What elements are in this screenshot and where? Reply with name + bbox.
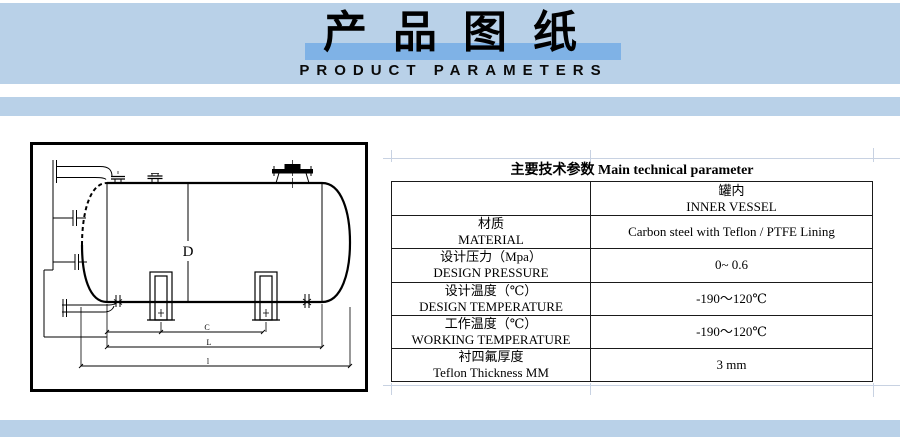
value-line: 0~ 0.6 (714, 257, 749, 273)
page-title: 产品图纸 (323, 7, 603, 58)
value-line: 罐内 (718, 182, 745, 198)
drawing-panel: D (30, 142, 368, 392)
gridline-top (383, 158, 900, 159)
page-subtitle: PRODUCT PARAMETERS (299, 62, 608, 79)
param-en: DESIGN TEMPERATURE (419, 298, 563, 314)
divider-bar-bottom (0, 420, 900, 437)
param-en: WORKING TEMPERATURE (411, 331, 571, 347)
param-name-cell: 衬四氟厚度 Teflon Thickness MM (392, 347, 590, 381)
param-value-cell: 3 mm (590, 347, 872, 381)
param-zh: 材质 (477, 216, 504, 232)
top-nozzle-left (111, 171, 125, 183)
param-zh: 设计压力（Mpa） (440, 249, 542, 265)
param-zh: 设计温度（℃） (444, 282, 538, 298)
param-value-cell: -190～120℃ (590, 281, 872, 315)
tank-shell (107, 181, 352, 304)
value-line: -190～120℃ (696, 323, 767, 339)
value-line: 3 mm (716, 356, 747, 372)
bottom-pipe (62, 299, 117, 317)
gridline-stub (391, 150, 392, 162)
tank-left-head-upper (81, 182, 108, 246)
diameter-label: D (183, 244, 194, 260)
gridline-stub (873, 383, 874, 397)
value-line: Carbon steel with Teflon / PTFE Lining (628, 224, 835, 240)
tank-left-head-lower (80, 244, 108, 304)
param-name-cell: 设计压力（Mpa） DESIGN PRESSURE (392, 248, 590, 281)
table-title: 主要技术参数 Main technical parameter (510, 163, 754, 178)
gridline-stub (873, 148, 874, 162)
param-name-cell: 材质 MATERIAL (392, 215, 590, 248)
bottom-nozzle-right (302, 294, 312, 308)
gridline-stub (590, 150, 591, 162)
extension-lines (80, 304, 351, 366)
top-pipe (52, 160, 113, 183)
param-name-cell: 工作温度（℃） WORKING TEMPERATURE (392, 314, 590, 348)
side-nozzle-upper (53, 210, 86, 226)
saddle-left (147, 271, 175, 321)
param-value-cell: -190～120℃ (590, 314, 872, 348)
dim-label-shell-length: L (207, 338, 212, 347)
param-value-cell: 0~ 0.6 (590, 248, 872, 282)
manway-nozzle (272, 160, 313, 190)
param-value-cell: 罐内 INNER VESSEL (590, 182, 872, 216)
saddle-right (252, 271, 280, 321)
param-zh: 工作温度（℃） (444, 315, 538, 331)
dimension-lines (78, 329, 353, 369)
gridline-stub (590, 383, 591, 395)
param-value-cell: Carbon steel with Teflon / PTFE Lining (590, 215, 872, 249)
title-highlight-strip (305, 43, 621, 60)
gridline-bottom (383, 385, 900, 386)
side-nozzle-lower (53, 254, 87, 270)
param-name-cell: 设计温度（℃） DESIGN TEMPERATURE (392, 281, 590, 315)
dim-label-saddle-span: C (204, 323, 209, 332)
value-line: INNER VESSEL (686, 198, 777, 214)
bottom-nozzle-left (113, 295, 123, 307)
param-en: Teflon Thickness MM (433, 364, 549, 380)
dim-label-overall-length: l (207, 357, 210, 366)
divider-bar-top (0, 97, 900, 116)
param-name-cell (392, 182, 590, 215)
pipe-loop (43, 181, 107, 338)
parameters-table: 罐内 INNER VESSEL 材质 MATERIAL Carbon steel… (391, 181, 873, 382)
param-zh: 衬四氟厚度 (458, 348, 524, 364)
vessel-drawing: D (43, 160, 353, 369)
gridline-stub (391, 383, 392, 395)
param-en: DESIGN PRESSURE (433, 265, 549, 281)
top-nozzle-mid (147, 173, 163, 183)
param-en: MATERIAL (458, 232, 524, 248)
value-line: -190～120℃ (696, 290, 767, 306)
